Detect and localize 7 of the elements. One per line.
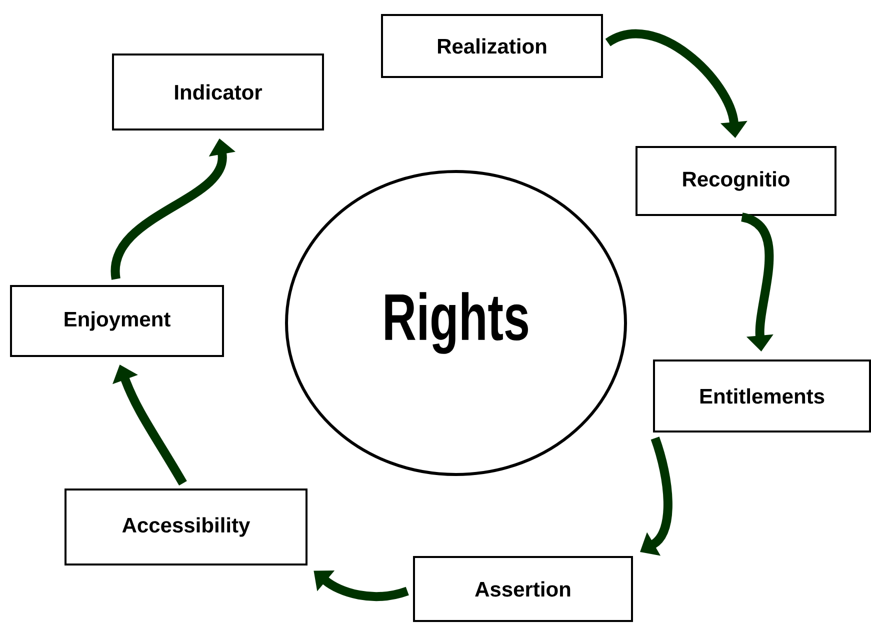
text-box: Realization [381, 14, 603, 78]
text-box: Assertion [413, 556, 633, 622]
text-box: Indicator [112, 54, 324, 130]
text-box: Entitlements [653, 360, 871, 432]
text-box: Enjoyment [10, 285, 224, 357]
text-box: Recognitio [636, 146, 836, 216]
text-box: Accessibility [64, 488, 308, 566]
